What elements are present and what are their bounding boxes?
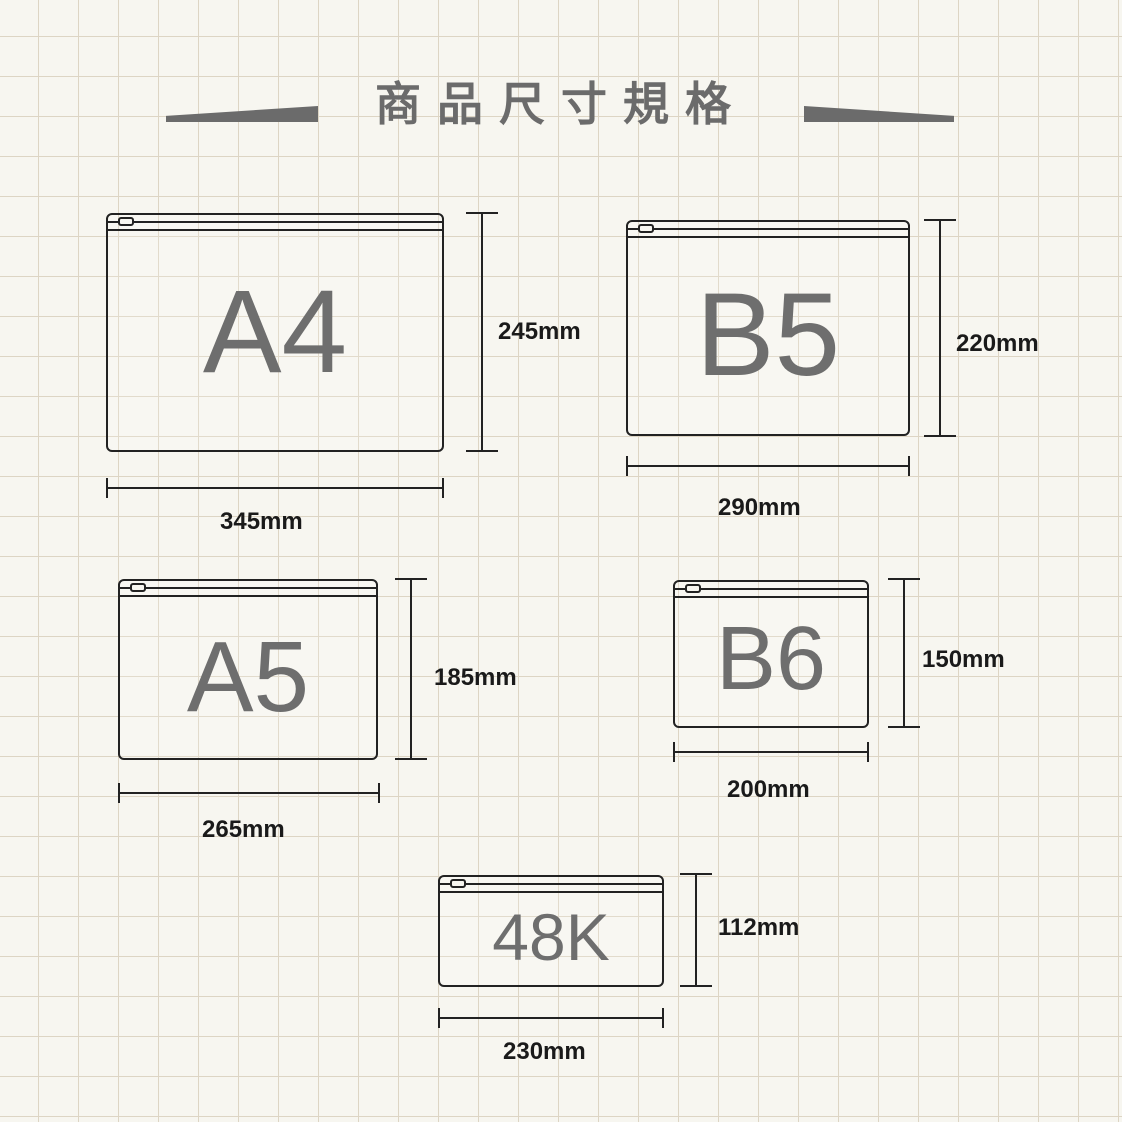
- height-dimension-b6: [888, 578, 920, 728]
- bag-label-a4: A4: [202, 266, 348, 398]
- bag-label-a5: A5: [186, 621, 310, 733]
- bag-a4: A4: [106, 213, 444, 452]
- zipper: [440, 883, 662, 893]
- width-dimension-48k: [438, 1008, 664, 1028]
- height-text-a4: 245mm: [498, 318, 581, 345]
- zipper: [628, 228, 908, 238]
- page-title: 商品尺寸規格: [375, 77, 747, 131]
- zipper-pull-icon: [685, 584, 701, 593]
- height-text-b6: 150mm: [922, 646, 1005, 673]
- width-dimension-a5: [118, 783, 380, 803]
- width-dimension-b5: [626, 456, 910, 476]
- width-text-a4: 345mm: [220, 508, 303, 535]
- height-dimension-b5: [924, 219, 956, 437]
- width-text-b6: 200mm: [727, 776, 810, 803]
- title-decor-left: [166, 106, 318, 122]
- bag-label-48k: 48K: [492, 900, 610, 974]
- title-decor-right: [804, 106, 954, 122]
- width-dimension-b6: [673, 742, 869, 762]
- zipper: [120, 587, 376, 597]
- height-text-b5: 220mm: [956, 330, 1039, 357]
- height-text-a5: 185mm: [434, 664, 517, 691]
- zipper-pull-icon: [638, 224, 654, 233]
- width-dimension-a4: [106, 478, 444, 498]
- bag-b5: B5: [626, 220, 910, 436]
- width-text-a5: 265mm: [202, 816, 285, 843]
- height-dimension-a4: [466, 212, 498, 452]
- bag-label-b6: B6: [715, 609, 827, 709]
- bag-48k: 48K: [438, 875, 664, 987]
- zipper-pull-icon: [450, 879, 466, 888]
- width-text-b5: 290mm: [718, 494, 801, 521]
- height-dimension-a5: [395, 578, 427, 760]
- zipper: [108, 221, 442, 231]
- height-text-48k: 112mm: [718, 914, 800, 941]
- bag-a5: A5: [118, 579, 378, 760]
- zipper-pull-icon: [118, 217, 134, 226]
- zipper: [675, 588, 867, 598]
- zipper-pull-icon: [130, 583, 146, 592]
- height-dimension-48k: [680, 873, 712, 987]
- bag-label-b5: B5: [695, 269, 841, 401]
- bag-b6: B6: [673, 580, 869, 728]
- width-text-48k: 230mm: [503, 1038, 586, 1065]
- title-section: 商品尺寸規格: [0, 0, 1122, 160]
